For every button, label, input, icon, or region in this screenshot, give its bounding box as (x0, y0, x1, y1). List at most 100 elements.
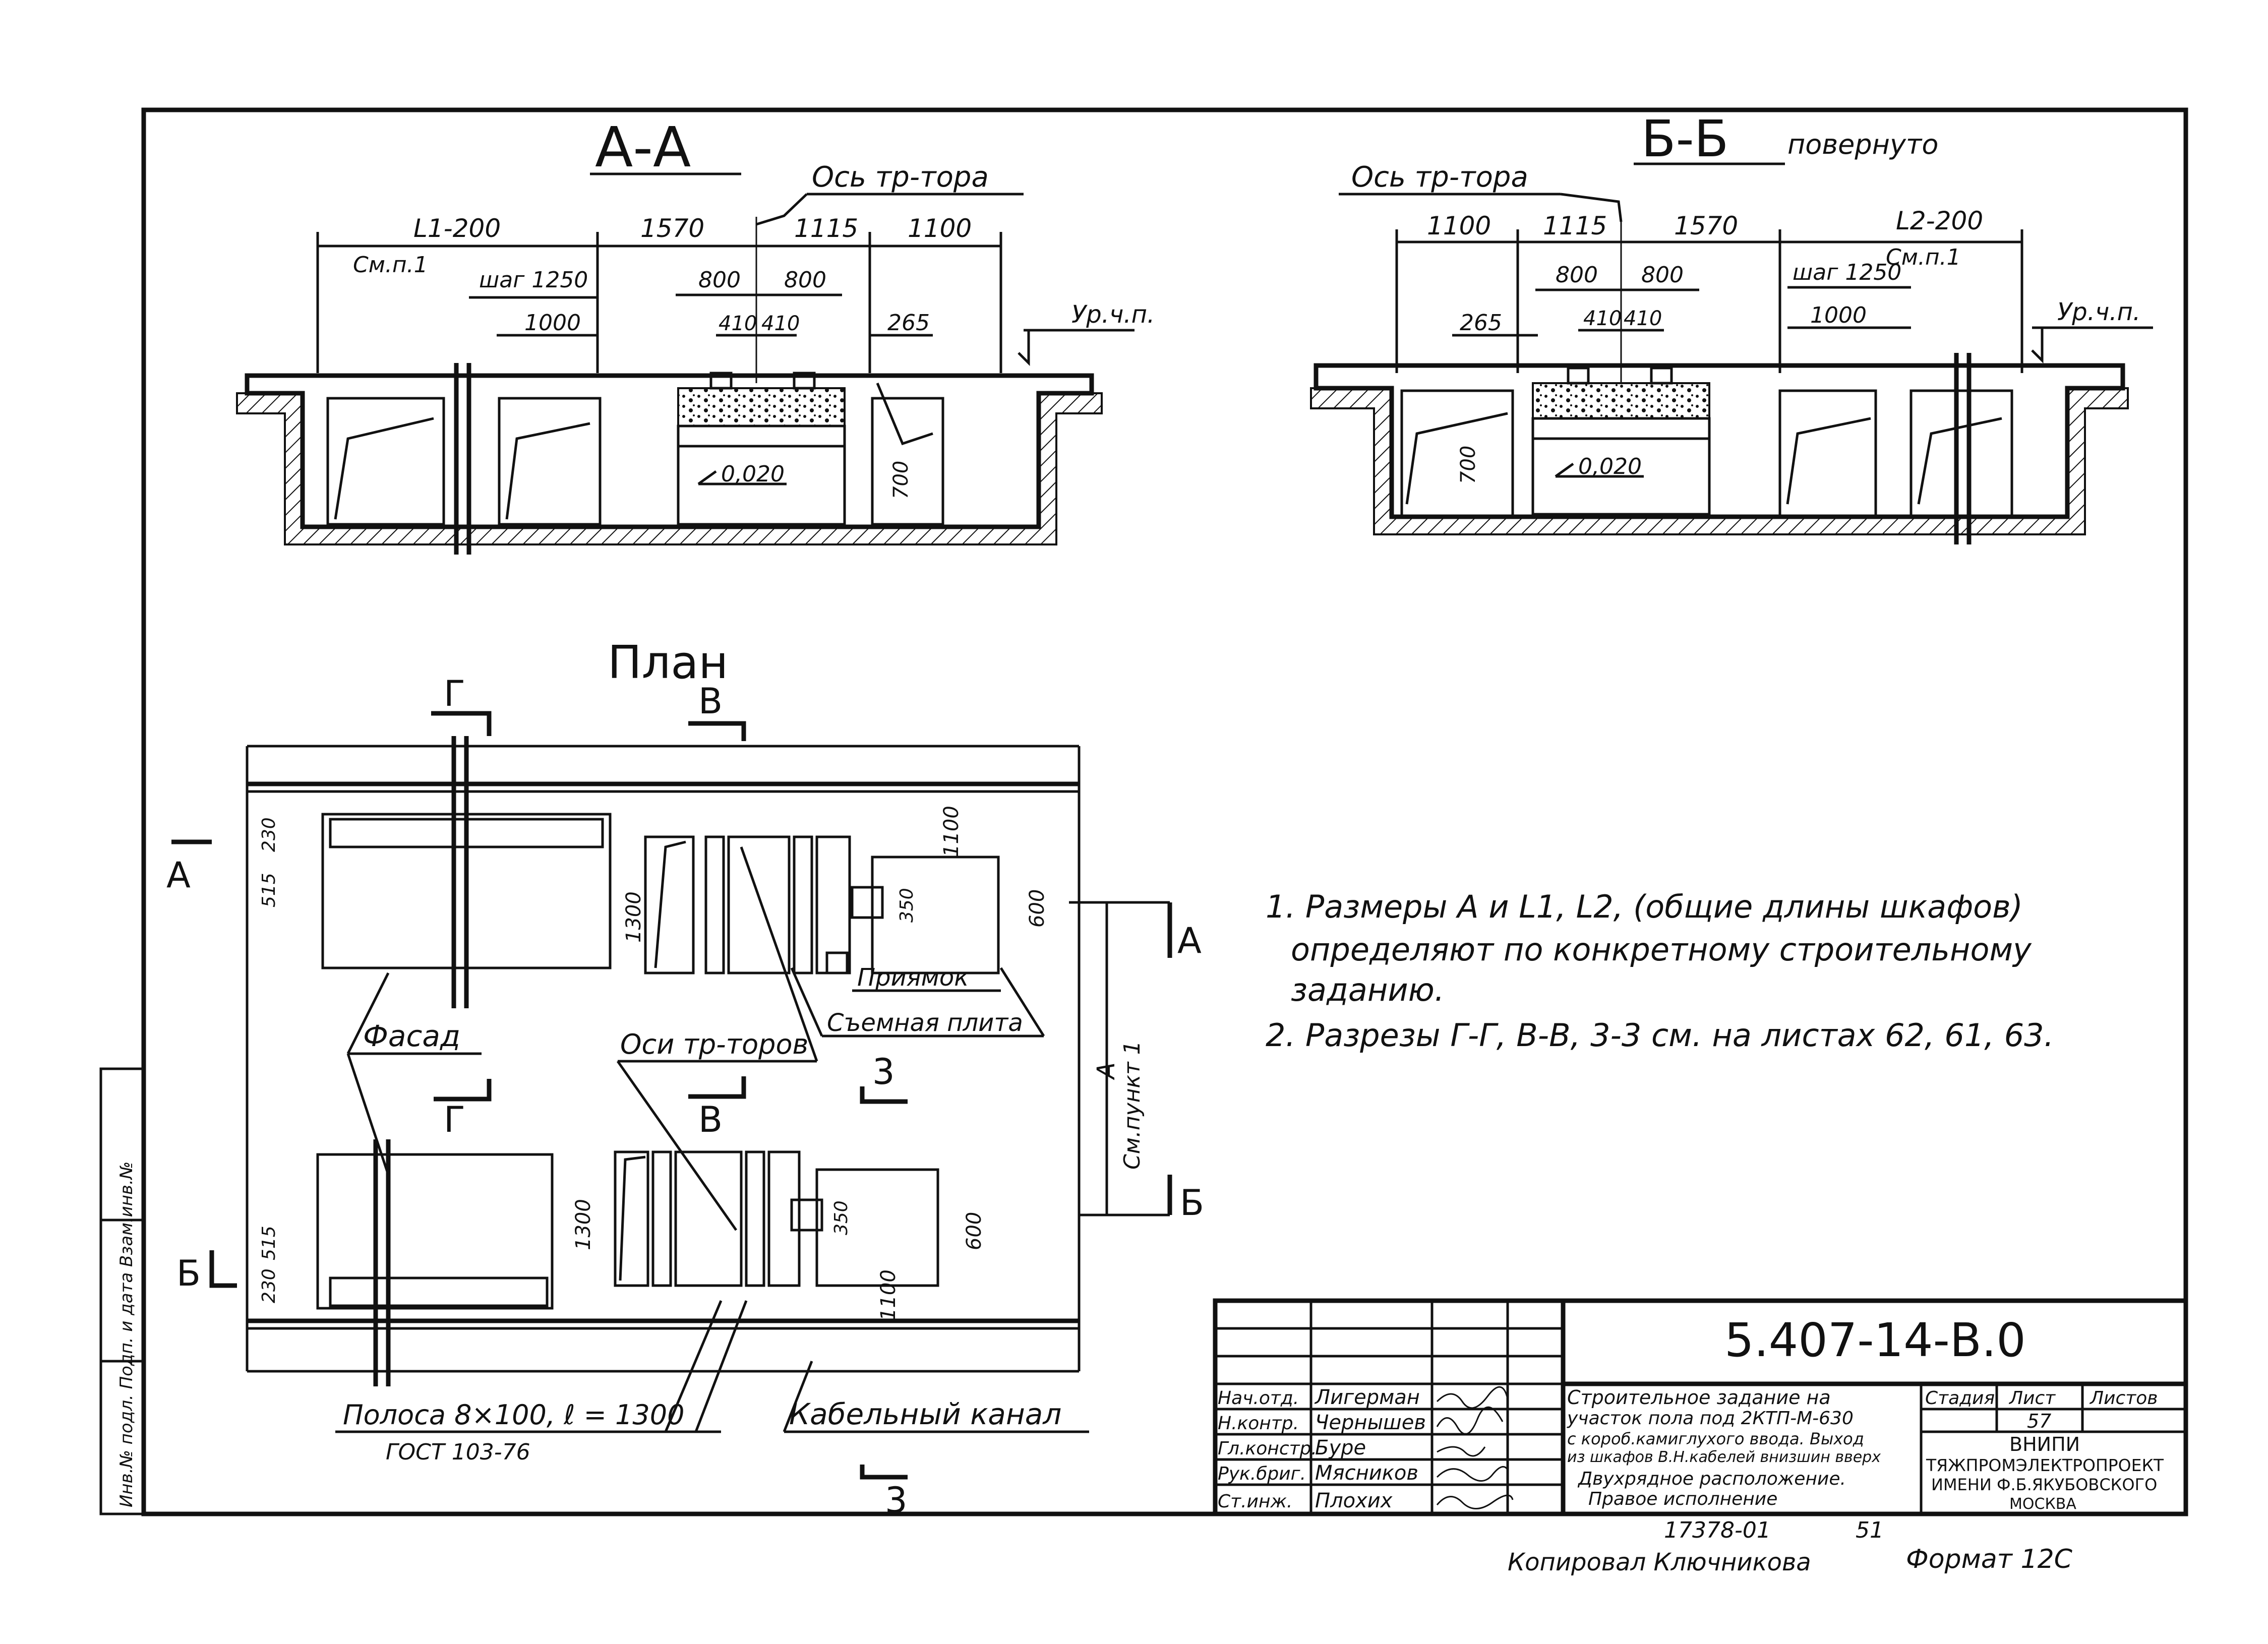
desc-6: Правое исполнение (1588, 1489, 1777, 1509)
copied-by: Копировал Ключникова (1508, 1548, 1811, 1576)
cut-a-right: А (1177, 920, 1202, 961)
dim-1100-top: 1100 (940, 806, 963, 857)
dim-230-bot: 230 (259, 1268, 279, 1303)
org-line-3: ИМЕНИ Ф.Б.ЯКУБОВСКОГО (1931, 1475, 2157, 1494)
role-4: Рук.бриг. (1218, 1464, 1306, 1484)
dim-265-bb: 265 (1460, 310, 1502, 336)
dim-1300-bot: 1300 (572, 1199, 595, 1250)
code: 5.407-14-В.0 (1724, 1313, 2026, 1367)
dim-410a-bb: 410 (1583, 307, 1622, 330)
signatures (1436, 1386, 1514, 1509)
sheet-frame (141, 107, 2188, 1516)
level-aa: Ур.ч.п. (1071, 300, 1155, 329)
dim-515-bot: 515 (259, 1226, 279, 1260)
desc-2: участок пола под 2КТП-М-630 (1567, 1408, 1854, 1429)
pit-label: Приямок (857, 963, 969, 992)
dim-515-top: 515 (259, 873, 279, 907)
desc-5: Двухрядное расположение. (1577, 1469, 1846, 1489)
dim-1115-aa: 1115 (794, 214, 858, 243)
section-bb-axis-label: Ось тр-тора (1351, 161, 1528, 194)
axes-label: Оси тр-торов (620, 1028, 808, 1060)
notes: 1. Размеры А и L1, L2, (общие длины шкаф… (1266, 888, 2054, 1054)
dim-350-bot: 350 (831, 1200, 852, 1235)
section-bb-title: Б-Б (1641, 109, 1728, 168)
cut-v-mid: В (698, 1099, 723, 1140)
see-note-bb: См.п.1 (1886, 245, 1961, 270)
dim-1000-bb: 1000 (1810, 302, 1867, 328)
role-5: Ст.инж. (1218, 1491, 1292, 1512)
cut-v-top: В (698, 681, 723, 722)
dim-1115-bb: 1115 (1543, 211, 1607, 240)
section-bb: Б-Б повернуто Ось тр-тора 1100 1115 1570… (1310, 109, 2153, 544)
dim-1100-bb: 1100 (1427, 211, 1491, 240)
note-line-4: 2. Разрезы Г-Г, В-В, 3-3 см. на листах 6… (1266, 1017, 2054, 1054)
name-2: Чернышев (1315, 1411, 1426, 1434)
section-bb-suffix: повернуто (1787, 129, 1938, 160)
role-2: Н.контр. (1218, 1413, 1299, 1434)
cut-g-top: Г (444, 673, 465, 714)
cut-b-right: Б (1180, 1182, 1204, 1224)
section-aa: А-А Ось тр-тора L1-200 1570 1115 1100 См… (236, 115, 1155, 555)
page-number: 51 (1856, 1517, 1884, 1543)
facade-label: Фасад (363, 1019, 460, 1053)
dim-600-top: 600 (1026, 889, 1049, 928)
note-line-3: заданию. (1291, 971, 1445, 1008)
sheet-header: Лист (2008, 1388, 2056, 1409)
dim-800a-aa: 800 (698, 267, 741, 293)
cut-b-left: Б (176, 1253, 201, 1294)
org-line-1: ВНИПИ (2009, 1433, 2080, 1455)
sheets-header: Листов (2089, 1388, 2158, 1409)
stage-header: Стадия (1925, 1388, 1995, 1409)
side-stamp-text: Инв.№ подл. Подп. и дата Взам.инв.№ (116, 1162, 137, 1507)
dim-600-bot: 600 (963, 1212, 986, 1250)
cut-3-bottom: 3 (885, 1480, 908, 1521)
dim-l2: L2-200 (1896, 206, 1983, 235)
dim-step-bb: шаг 1250 (1793, 260, 1901, 285)
sheet-number: 57 (2027, 1410, 2051, 1432)
see-point: См.пункт 1 (1119, 1041, 1145, 1170)
dim-350-top: 350 (897, 888, 917, 923)
dim-1570-bb: 1570 (1674, 211, 1738, 240)
dim-410b-aa: 410 (761, 312, 800, 335)
name-5: Плохих (1315, 1489, 1393, 1512)
role-1: Нач.отд. (1218, 1388, 1299, 1409)
channel-label: Кабельный канал (789, 1397, 1061, 1431)
name-3: Буре (1315, 1436, 1366, 1459)
footer: 17378-01 51 Копировал Ключникова Формат … (1508, 1517, 2073, 1576)
cut-a-left: А (166, 855, 191, 896)
level-bb: Ур.ч.п. (2057, 298, 2140, 326)
dim-1000-aa: 1000 (524, 310, 581, 336)
desc-3: с короб.камиглухого ввода. Выход (1567, 1429, 1864, 1448)
section-aa-title: А-А (595, 115, 691, 179)
gost-label: ГОСТ 103-76 (386, 1439, 530, 1465)
strip-label: Полоса 8×100, ℓ = 1300 (343, 1399, 684, 1431)
section-aa-axis-label: Ось тр-тора (812, 161, 989, 194)
org-line-2: ТЯЖПРОМЭЛЕКТРОПРОЕКТ (1926, 1455, 2164, 1475)
side-stamp: Инв.№ подл. Подп. и дата Взам.инв.№ (99, 1067, 145, 1515)
depth-aa: 700 (889, 461, 913, 499)
dim-800b-bb: 800 (1641, 262, 1684, 288)
note-line-1: 1. Размеры А и L1, L2, (общие длины шкаф… (1266, 888, 2023, 925)
role-3: Гл.констр. (1218, 1438, 1317, 1459)
dim-1300-top: 1300 (622, 891, 645, 943)
note-line-2: определяют по конкретному строительному (1291, 931, 2032, 968)
dim-step-aa: шаг 1250 (479, 267, 588, 293)
cut-3-mid: 3 (872, 1051, 895, 1092)
plan-title: План (608, 636, 728, 689)
name-4: Мясников (1315, 1462, 1418, 1485)
dim-1100-aa: 1100 (908, 214, 972, 243)
inventory-number: 17378-01 (1664, 1517, 1771, 1543)
plate-label: Съемная плита (827, 1009, 1023, 1037)
name-1: Лигерман (1314, 1386, 1420, 1409)
title-block: 5.407-14-В.0 Нач.отд. Н.контр. Гл.констр… (1213, 1298, 2188, 1516)
org-line-4: МОСКВА (2009, 1495, 2076, 1513)
dim-800b-aa: 800 (784, 267, 826, 293)
dim-1100-bot: 1100 (877, 1269, 900, 1321)
plan: План Г В 1300 1100 350 600 515 230 (166, 636, 1204, 1521)
cut-g-mid: Г (444, 1099, 465, 1140)
dim-a: А (1092, 1062, 1120, 1080)
desc-1: Строительное задание на (1567, 1386, 1831, 1409)
dim-230-top: 230 (259, 817, 279, 852)
dim-265-aa: 265 (887, 310, 930, 336)
